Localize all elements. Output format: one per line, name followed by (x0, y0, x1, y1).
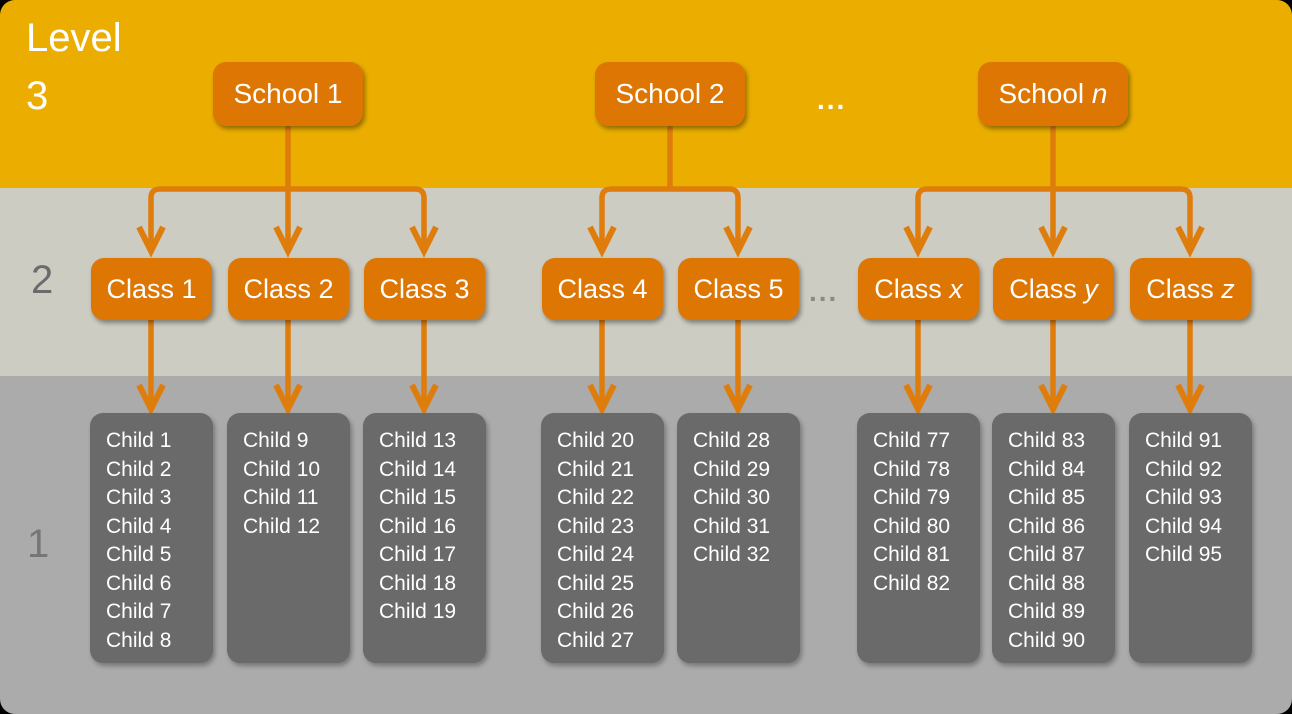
child-item: Child 3 (106, 486, 172, 509)
child-item: Child 23 (557, 514, 635, 538)
child-item: Child 19 (379, 600, 457, 623)
child-item: Child 95 (1145, 543, 1223, 566)
child-item: Child 28 (693, 429, 771, 452)
child-item: Child 29 (693, 457, 771, 481)
child-item: Child 88 (1008, 571, 1086, 595)
child-item: Child 2 (106, 457, 172, 481)
child-item: Child 85 (1008, 486, 1086, 509)
child-item: Child 24 (557, 543, 635, 566)
children-list-4: Child 20 Child 21 Child 22 Child 23 Child 24… (541, 413, 664, 663)
children-list-1: Child 1 Child 2 Child 3 Child 4 Child 5 Child… (90, 413, 213, 663)
child-item: Child 15 (379, 486, 457, 509)
child-item: Child 81 (873, 543, 951, 566)
node-label-suffix: 2 (708, 78, 725, 109)
child-item: Child 8 (106, 628, 172, 652)
level-2-number: 2 (31, 258, 54, 302)
child-item: Child 31 (693, 514, 771, 538)
child-item: Child 1 (106, 429, 172, 452)
node-label-prefix: School (233, 78, 327, 109)
node-label-suffix: z (1221, 273, 1235, 304)
child-item: Child 17 (379, 543, 457, 566)
child-item: Child 86 (1008, 514, 1086, 538)
child-item: Child 87 (1008, 543, 1086, 566)
child-item: Child 84 (1008, 457, 1086, 481)
child-item: Child 20 (557, 429, 635, 452)
school-box-1: School 1 (213, 62, 363, 126)
level-3-number: 3 (26, 74, 49, 118)
child-item: Child 5 (106, 543, 172, 566)
child-item: Child 9 (243, 429, 309, 452)
child-item: Child 25 (557, 571, 635, 595)
children-list-5: Child 28 Child 29 Child 30 Child 31 Child 32 (677, 413, 800, 663)
child-item: Child 13 (379, 429, 457, 452)
node-label-prefix: Class (106, 273, 182, 304)
level-1-number: 1 (27, 522, 50, 566)
children-list-7: Child 83 Child 84 Child 85 Child 86 Child 87… (992, 413, 1115, 663)
schools-ellipsis: ... (817, 84, 847, 115)
child-item: Child 82 (873, 571, 951, 595)
child-item: Child 93 (1145, 486, 1223, 509)
child-item: Child 94 (1145, 514, 1223, 538)
school-box-n: School n (978, 62, 1128, 126)
child-item: Child 27 (557, 628, 635, 652)
class-box-x: Class x (858, 258, 979, 320)
child-item: Child 77 (873, 429, 951, 452)
child-item: Child 7 (106, 600, 172, 623)
node-label-prefix: Class (379, 273, 455, 304)
class-box-z: Class z (1130, 258, 1251, 320)
child-item: Child 30 (693, 486, 771, 509)
child-item: Child 80 (873, 514, 951, 538)
node-label-suffix: 1 (181, 273, 197, 304)
child-item: Child 32 (693, 543, 771, 566)
children-list-6: Child 77 Child 78 Child 79 Child 80 Child 81… (857, 413, 980, 663)
child-item: Child 78 (873, 457, 951, 481)
child-item: Child 4 (106, 514, 172, 538)
child-item: Child 79 (873, 486, 951, 509)
class-box-1: Class 1 (91, 258, 212, 320)
children-list-8: Child 91 Child 92 Child 93 Child 94 Child 95 (1129, 413, 1252, 663)
node-label-suffix: 5 (768, 273, 784, 304)
node-label-suffix: n (1091, 78, 1108, 109)
node-label-prefix: Class (243, 273, 319, 304)
node-label-prefix: Class (874, 273, 950, 304)
school-box-2: School 2 (595, 62, 745, 126)
child-item: Child 6 (106, 571, 172, 595)
node-label-prefix: Class (1146, 273, 1222, 304)
node-label-prefix: School (615, 78, 709, 109)
class-box-5: Class 5 (678, 258, 799, 320)
node-label-suffix: 2 (318, 273, 334, 304)
classes-ellipsis: ... (809, 276, 839, 307)
child-item: Child 11 (243, 486, 319, 509)
child-item: Child 16 (379, 514, 457, 538)
child-item: Child 22 (557, 486, 635, 509)
node-label-prefix: Class (557, 273, 633, 304)
child-item: Child 89 (1008, 600, 1086, 623)
class-box-4: Class 4 (542, 258, 663, 320)
node-label-suffix: x (949, 273, 963, 304)
children-list-2: Child 9 Child 10 Child 11 Child 12 (227, 413, 350, 663)
class-box-y: Class y (993, 258, 1114, 320)
child-item: Child 18 (379, 571, 457, 595)
child-item: Child 26 (557, 600, 635, 623)
node-label-suffix: 4 (632, 273, 648, 304)
child-item: Child 90 (1008, 628, 1086, 652)
node-label-suffix: 3 (454, 273, 470, 304)
child-item: Child 21 (557, 457, 635, 481)
child-item: Child 14 (379, 457, 457, 481)
node-label-suffix: 1 (326, 78, 343, 109)
child-item: Child 10 (243, 457, 321, 481)
node-label-prefix: Class (693, 273, 769, 304)
node-label-prefix: School (998, 78, 1092, 109)
level-label: Level (26, 16, 122, 60)
child-item: Child 12 (243, 514, 321, 538)
class-box-3: Class 3 (364, 258, 485, 320)
children-list-3: Child 13 Child 14 Child 15 Child 16 Child 17… (363, 413, 486, 663)
child-item: Child 83 (1008, 429, 1086, 452)
node-label-prefix: Class (1009, 273, 1085, 304)
child-item: Child 92 (1145, 457, 1223, 481)
class-box-2: Class 2 (228, 258, 349, 320)
node-label-suffix: y (1084, 273, 1098, 304)
child-item: Child 91 (1145, 429, 1223, 452)
